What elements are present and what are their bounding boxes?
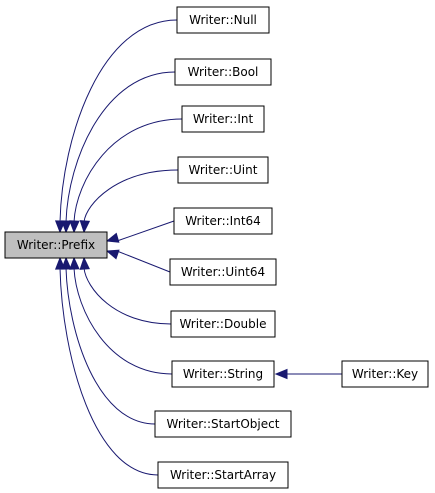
node-label: Writer::Prefix bbox=[17, 238, 95, 252]
edge-arrowhead bbox=[274, 368, 288, 380]
node-writer-int[interactable]: Writer::Int bbox=[181, 105, 265, 133]
edge-arrowhead bbox=[79, 220, 91, 234]
edges-layer bbox=[54, 19, 342, 476]
edge-path bbox=[116, 220, 175, 242]
node-label: Writer::Double bbox=[179, 317, 266, 331]
node-box bbox=[157, 461, 289, 489]
edge-path bbox=[59, 19, 178, 223]
node-label: Writer::Null bbox=[189, 13, 257, 27]
node-writer-startobject[interactable]: Writer::StartObject bbox=[154, 410, 292, 438]
edge-path bbox=[65, 71, 176, 223]
node-label: Writer::Uint64 bbox=[181, 265, 265, 279]
node-label: Writer::String bbox=[183, 367, 263, 381]
edge-path bbox=[65, 267, 156, 425]
edge-arrowhead bbox=[79, 256, 90, 270]
node-box bbox=[176, 6, 270, 34]
edge-arrowhead bbox=[105, 232, 120, 243]
node-writer-null[interactable]: Writer::Null bbox=[176, 6, 270, 34]
node-box bbox=[169, 258, 277, 286]
edge-int64-to-prefix bbox=[105, 220, 175, 243]
node-writer-uint64[interactable]: Writer::Uint64 bbox=[169, 258, 277, 286]
node-writer-uint[interactable]: Writer::Uint bbox=[177, 156, 269, 184]
edge-path bbox=[73, 267, 173, 375]
edge-path bbox=[116, 250, 171, 273]
node-label: Writer::StartArray bbox=[170, 468, 276, 482]
node-box bbox=[177, 156, 269, 184]
node-box bbox=[174, 58, 272, 86]
edge-arrowhead bbox=[69, 256, 80, 270]
node-box bbox=[181, 105, 265, 133]
node-writer-startarray[interactable]: Writer::StartArray bbox=[157, 461, 289, 489]
edge-uint-to-prefix bbox=[79, 169, 179, 234]
node-box bbox=[154, 410, 292, 438]
edge-path bbox=[59, 267, 159, 476]
edge-null-to-prefix bbox=[54, 19, 178, 234]
node-writer-key[interactable]: Writer::Key bbox=[341, 360, 429, 388]
node-box bbox=[171, 360, 275, 388]
node-label: Writer::Uint bbox=[189, 163, 258, 177]
edge-arrowhead bbox=[54, 256, 66, 270]
node-writer-string[interactable]: Writer::String bbox=[171, 360, 275, 388]
edge-double-to-prefix bbox=[79, 256, 172, 325]
node-label: Writer::Bool bbox=[188, 65, 259, 79]
node-writer-int64[interactable]: Writer::Int64 bbox=[173, 207, 273, 235]
nodes-layer: Writer::Prefix Writer::Null Writer::Bool… bbox=[4, 6, 429, 489]
node-box bbox=[170, 310, 276, 338]
edge-key-to-string bbox=[274, 368, 342, 380]
node-box bbox=[173, 207, 273, 235]
node-label: Writer::Key bbox=[352, 367, 418, 381]
edge-arrowhead bbox=[69, 220, 80, 234]
edge-int-to-prefix bbox=[69, 118, 183, 234]
node-writer-prefix[interactable]: Writer::Prefix bbox=[4, 231, 108, 259]
node-writer-double[interactable]: Writer::Double bbox=[170, 310, 276, 338]
node-label: Writer::Int bbox=[193, 112, 254, 126]
edge-arrowhead bbox=[105, 249, 120, 260]
node-label: Writer::Int64 bbox=[185, 214, 261, 228]
edge-arrowhead bbox=[61, 220, 72, 234]
edge-path bbox=[83, 267, 172, 325]
edge-startarray-to-prefix bbox=[54, 256, 159, 476]
edge-path bbox=[73, 118, 183, 223]
edge-bool-to-prefix bbox=[61, 71, 176, 234]
edge-path bbox=[83, 169, 179, 223]
edge-uint64-to-prefix bbox=[105, 249, 171, 273]
node-box bbox=[341, 360, 429, 388]
edge-string-to-prefix bbox=[69, 256, 173, 375]
node-writer-bool[interactable]: Writer::Bool bbox=[174, 58, 272, 86]
node-label: Writer::StartObject bbox=[167, 417, 280, 431]
node-box bbox=[4, 231, 108, 259]
